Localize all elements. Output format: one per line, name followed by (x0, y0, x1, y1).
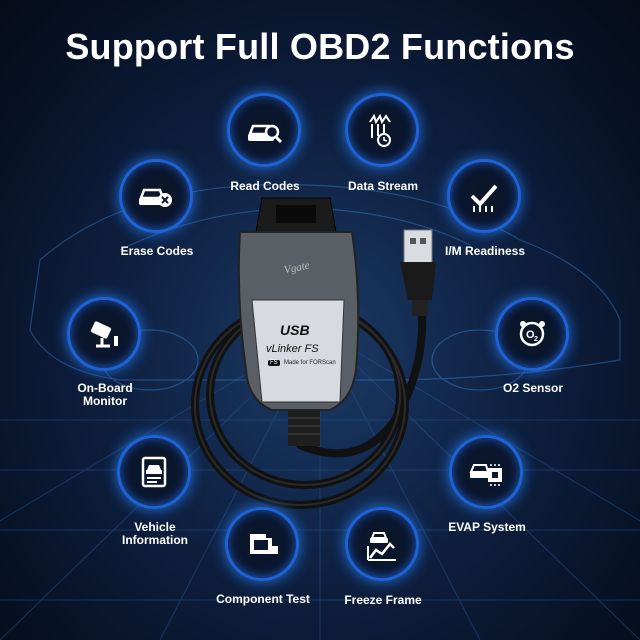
usb-label: USB (280, 322, 310, 338)
feature-label: Component Test (216, 592, 310, 606)
component-test-icon (250, 534, 278, 554)
feature-label: Read Codes (230, 179, 300, 193)
feature-label: Data Stream (347, 179, 419, 193)
svg-text:2: 2 (534, 336, 538, 343)
svg-text:O: O (526, 329, 535, 341)
feature-label: EVAP System (448, 520, 526, 534)
feature-label: O2 Sensor (502, 381, 564, 395)
feature-label: Vehicle Information (122, 520, 188, 547)
vehicle-info-icon (141, 456, 167, 488)
device-model: vLinker FS (266, 343, 319, 355)
camera-monitor-icon (90, 321, 118, 348)
device-subtitle: Made for FORScan (284, 360, 336, 366)
freeze-frame-icon (367, 532, 396, 561)
feature-label: Freeze Frame (344, 593, 422, 607)
device-badge: FS (268, 360, 280, 366)
car-search-icon (248, 124, 283, 144)
feature-label: I/M Readiness (444, 244, 526, 258)
evap-chip-icon (469, 464, 502, 486)
o2-sensor-icon: O 2 (519, 321, 545, 347)
feature-label: On-Board Monitor (77, 381, 133, 408)
checkmark-icon (470, 184, 498, 212)
car-erase-icon (139, 188, 172, 207)
usb-plug (400, 229, 436, 316)
feature-label: Erase Codes (120, 244, 194, 258)
page-title: Support Full OBD2 Functions (65, 26, 575, 67)
data-stream-icon (369, 113, 391, 147)
